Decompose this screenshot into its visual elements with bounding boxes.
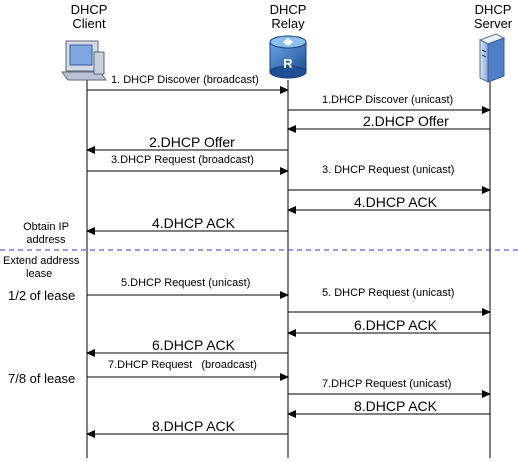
extend-lease-note: Extend address lease	[3, 256, 79, 280]
relay-title-line2: Relay	[271, 16, 305, 31]
server-title: DHCP Server	[470, 3, 516, 30]
msg-1-discover-unicast: 1.DHCP Discover (unicast)	[322, 94, 454, 106]
msg-2-offer-server: 2.DHCP Offer	[363, 113, 449, 129]
relay-title-line1: DHCP	[269, 2, 307, 17]
client-title: DHCP Client	[67, 3, 111, 30]
obtain-ip-line2: address	[26, 234, 66, 246]
msg-8-ack-relay: 8.DHCP ACK	[152, 418, 235, 434]
obtain-ip-note: Obtain IP address	[16, 222, 76, 246]
msg-1-discover-broadcast: 1. DHCP Discover (broadcast)	[111, 74, 259, 86]
msg-4-ack-server: 4.DHCP ACK	[354, 194, 437, 210]
msg-5-request-unicast-relay: 5. DHCP Request (unicast)	[322, 287, 455, 299]
server-title-line2: Server	[473, 16, 513, 31]
msg-4-ack-relay: 4.DHCP ACK	[152, 215, 235, 231]
client-title-line2: Client	[72, 16, 106, 31]
relay-title: DHCP Relay	[266, 3, 310, 30]
half-lease-label: 1/2 of lease	[8, 288, 76, 303]
extend-lease-line2: lease	[26, 268, 53, 280]
msg-3-request-unicast: 3. DHCP Request (unicast)	[322, 164, 455, 176]
svg-text:R: R	[283, 56, 293, 71]
msg-5-request-unicast-client: 5.DHCP Request (unicast)	[121, 277, 251, 289]
router-icon: R	[269, 35, 307, 79]
msg-7-request-broadcast: 7.DHCP Request (broadcast)	[108, 359, 257, 371]
msg-2-offer-relay: 2.DHCP Offer	[149, 134, 235, 150]
extend-lease-line1: Extend address	[3, 255, 80, 267]
server-title-line1: DHCP	[474, 2, 512, 17]
client-title-line1: DHCP	[70, 2, 108, 17]
msg-8-ack-server: 8.DHCP ACK	[354, 398, 437, 414]
computer-icon	[61, 40, 107, 81]
msg-6-ack-relay: 6.DHCP ACK	[152, 337, 235, 353]
seven-eighths-lease-label: 7/8 of lease	[8, 371, 76, 386]
msg-7-request-unicast: 7.DHCP Request (unicast)	[322, 378, 452, 390]
obtain-ip-line1: Obtain IP	[23, 221, 69, 233]
msg-3-request-broadcast: 3.DHCP Request (broadcast)	[111, 154, 254, 166]
msg-6-ack-server: 6.DHCP ACK	[354, 317, 437, 333]
server-icon	[478, 33, 506, 83]
